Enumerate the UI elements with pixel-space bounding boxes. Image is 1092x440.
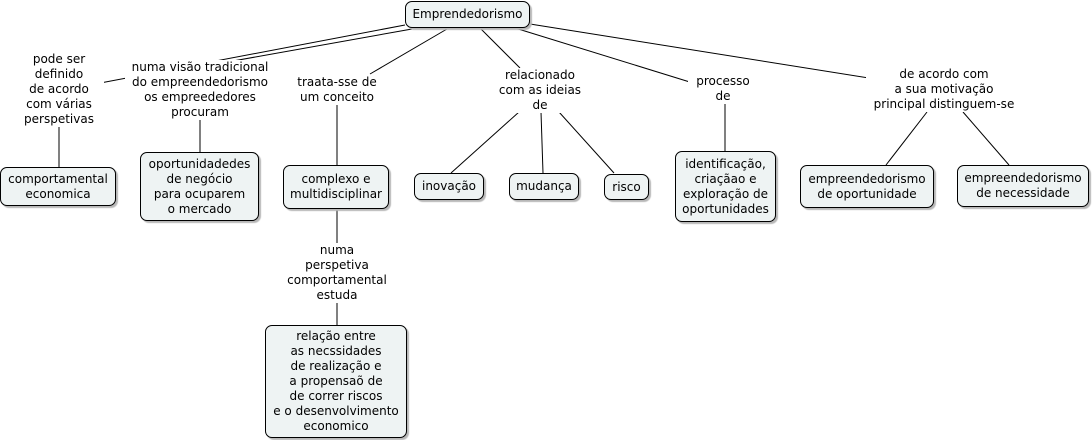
- link-de-acordo-necessidade: [962, 111, 1010, 166]
- concept-empreendedorismo-oportunidade[interactable]: empreendedorismo de oportunidade: [800, 165, 934, 208]
- linking-phrase-traata: traata-sse de um conceito: [290, 75, 384, 105]
- concept-oportunidades-negocio[interactable]: oportunidadedes de negócio para ocuparem…: [140, 152, 259, 221]
- concept-emprendedorismo[interactable]: Emprendedorismo: [405, 1, 530, 28]
- concept-empreendedorismo-necessidade[interactable]: empreendedorismo de necessidade: [957, 165, 1089, 207]
- linking-phrase-processo: processo de: [688, 74, 758, 104]
- linking-phrase-numa-perspetiva: numa perspetiva comportamental estuda: [283, 243, 391, 303]
- link-root-traata: [369, 28, 448, 75]
- link-relacionado-inovacao: [450, 111, 520, 174]
- concept-comportamental-economica[interactable]: comportamental economica: [0, 167, 116, 206]
- concept-inovacao[interactable]: inovação: [414, 173, 484, 200]
- linking-phrase-pode-ser: pode ser definido de acordo com várias p…: [14, 52, 104, 127]
- concept-risco[interactable]: risco: [604, 174, 649, 200]
- link-root-processo: [514, 27, 694, 84]
- linking-phrase-de-acordo: de acordo com a sua motivação principal …: [866, 67, 1022, 112]
- concept-relacao-necessidades[interactable]: relação entre as necssidades de realizaç…: [265, 325, 407, 438]
- link-root-relacionado: [480, 28, 521, 69]
- linking-phrase-relacionado: relacionado com as ideias de: [490, 68, 590, 113]
- concept-identificacao-oportunidades[interactable]: identificação, criaçãao e exploração de …: [675, 151, 776, 222]
- link-root-de-acordo: [529, 23, 901, 84]
- concept-complexo-multidisciplinar[interactable]: complexo e multidisciplinar: [283, 165, 389, 209]
- concept-mudanca[interactable]: mudança: [509, 173, 579, 200]
- link-relacionado-mudanca: [540, 111, 544, 174]
- link-de-acordo-oportunidade: [885, 111, 928, 166]
- link-relacionado-risco: [558, 111, 615, 174]
- linking-phrase-numa-visao: numa visão tradicional do empreendedoris…: [125, 60, 275, 120]
- link-root-numa-visao: [204, 28, 413, 67]
